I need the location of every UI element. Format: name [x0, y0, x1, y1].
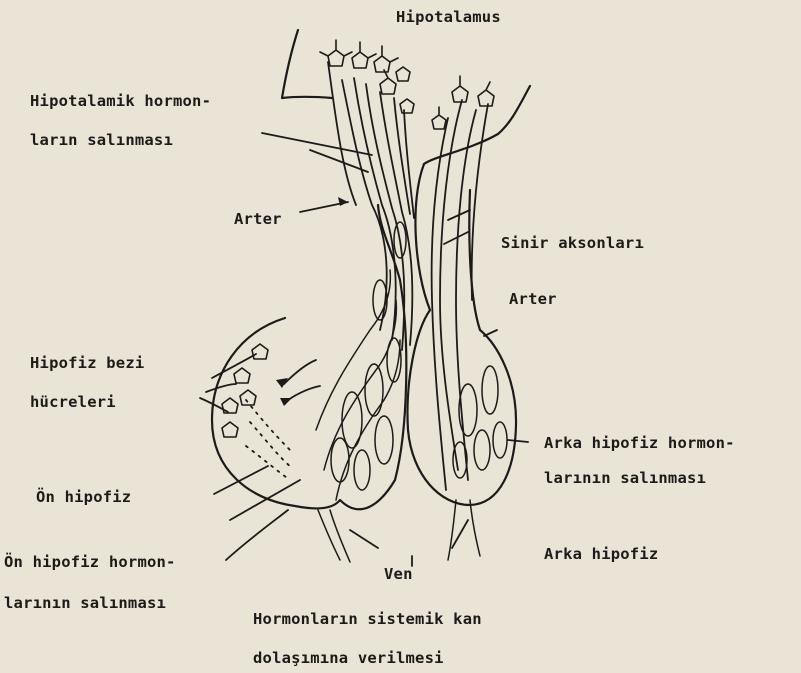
label-posterior-release-line2: larının salınması: [544, 465, 706, 491]
neuron-cells: [320, 40, 494, 129]
label-anterior-release-line2: larının salınması: [4, 590, 166, 616]
label-systemic-line2: dolaşımına verilmesi: [253, 645, 444, 671]
label-gland-cells-line1: Hipofiz bezi: [30, 350, 144, 376]
posterior-lobe-outline: [408, 164, 517, 505]
label-artery-right: Arter: [509, 286, 557, 312]
label-vein: Ven: [384, 561, 413, 587]
hypothalamus-right-outline: [424, 86, 530, 164]
label-gland-cells-line2: hücreleri: [30, 389, 116, 415]
dotted-release-paths: [246, 400, 292, 480]
label-hypothalamic-release-line2: ların salınması: [30, 127, 173, 153]
label-anterior-release-line1: Ön hipofiz hormon-: [4, 549, 176, 575]
label-artery-left: Arter: [234, 206, 282, 232]
label-anterior-pituitary: Ön hipofiz: [36, 484, 131, 510]
label-posterior-release-line1: Arka hipofiz hormon-: [544, 430, 735, 456]
label-systemic-line1: Hormonların sistemik kan: [253, 606, 482, 632]
label-nerve-axons: Sinir aksonları: [501, 230, 644, 256]
capillary-network-anterior: [316, 222, 406, 562]
leader-lines: [200, 133, 528, 566]
anterior-lobe-outline: [212, 205, 406, 509]
label-hypothalamus: Hipotalamus: [396, 4, 501, 30]
hypothalamus-outline: [282, 30, 332, 98]
label-posterior-pituitary: Arka hipofiz: [544, 541, 658, 567]
label-hypothalamic-release-line1: Hipotalamik hormon-: [30, 88, 211, 114]
gland-cells: [222, 344, 268, 437]
arrowheads: [276, 197, 348, 406]
